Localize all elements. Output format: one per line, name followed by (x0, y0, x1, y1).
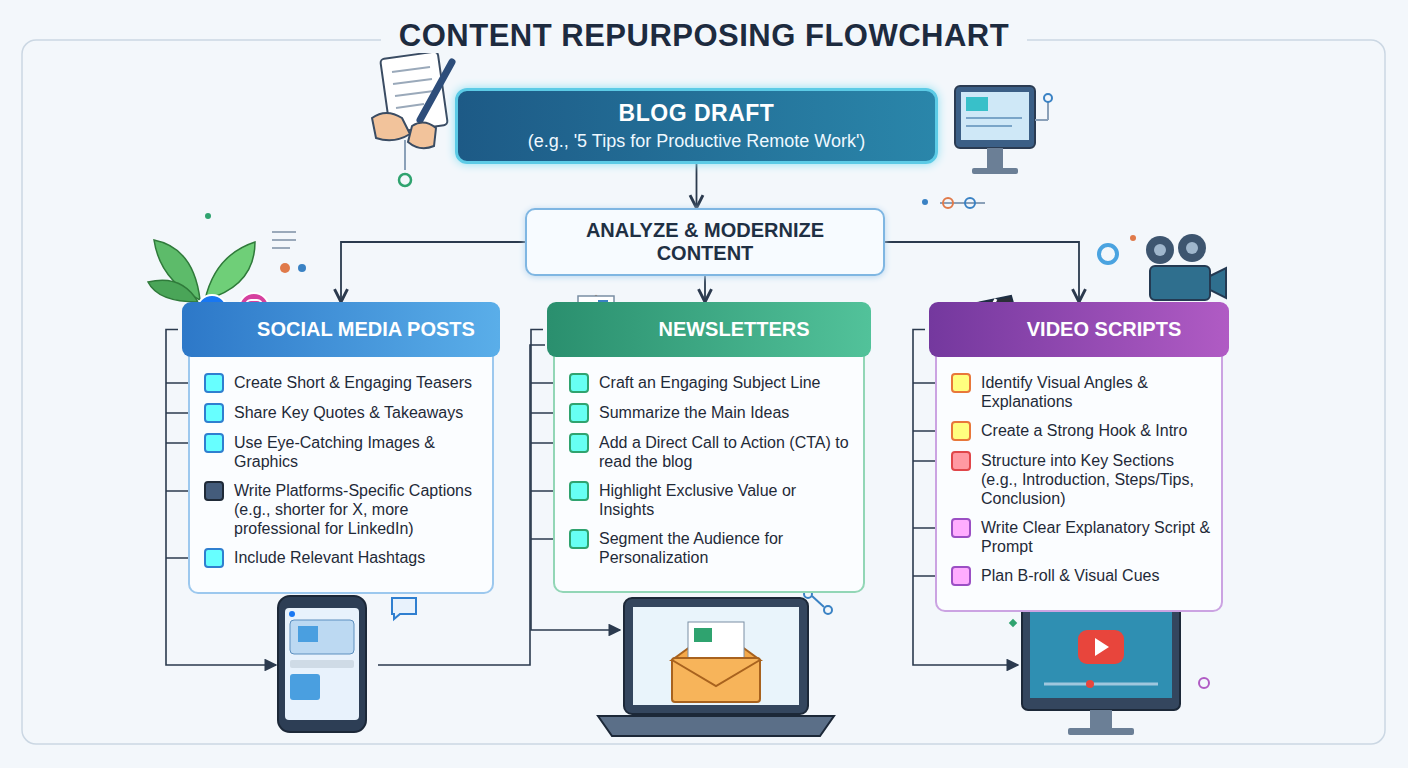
monitor-device (1009, 598, 1209, 735)
item-text: Summarize the Main Ideas (599, 403, 789, 422)
list-item: Write Platforms-Specific Captions (e.g.,… (204, 481, 482, 538)
item-text: Create a Strong Hook & Intro (981, 421, 1187, 440)
panel-heading: VIDEO SCRIPTS (929, 302, 1229, 357)
flow-arrow (885, 242, 1079, 302)
list-item: Plan B-roll & Visual Cues (951, 566, 1211, 586)
title: CONTENT REPURPOSING FLOWCHART (381, 18, 1027, 53)
item-icon (204, 373, 224, 393)
paper-pen-icon (372, 51, 452, 186)
item-text: Create Short & Engaging Teasers (234, 373, 472, 392)
item-icon (204, 481, 224, 501)
flow-arrow (341, 242, 525, 302)
item-text: Plan B-roll & Visual Cues (981, 566, 1159, 585)
item-text: Write Platforms-Specific Captions (e.g.,… (234, 481, 482, 538)
item-icon (204, 548, 224, 568)
camera-icon (1099, 234, 1226, 300)
list-item: Include Relevant Hashtags (204, 548, 482, 568)
list-item: Craft an Engaging Subject Line (569, 373, 853, 393)
phone-device (278, 596, 416, 732)
item-icon (569, 373, 589, 393)
item-text: Identify Visual Angles & Explanations (981, 373, 1211, 411)
item-icon (569, 481, 589, 501)
flow-arrow (704, 276, 706, 302)
flow-arrow (696, 164, 698, 208)
list-item: Identify Visual Angles & Explanations (951, 373, 1211, 411)
node-label: ANALYZE & MODERNIZE CONTENT (539, 219, 871, 265)
item-text: Include Relevant Hashtags (234, 548, 425, 567)
item-text: Structure into Key Sections (e.g., Intro… (981, 451, 1211, 508)
item-icon (951, 518, 971, 538)
social-panel: SOCIAL MEDIA POSTSCreate Short & Engagin… (188, 302, 494, 594)
panel-heading: NEWSLETTERS (547, 302, 871, 357)
item-icon (951, 373, 971, 393)
item-icon (204, 403, 224, 423)
list-item: Summarize the Main Ideas (569, 403, 853, 423)
item-icon (951, 451, 971, 471)
node-heading: BLOG DRAFT (474, 100, 919, 127)
list-item: Structure into Key Sections (e.g., Intro… (951, 451, 1211, 508)
list-item: Write Clear Explanatory Script & Prompt (951, 518, 1211, 556)
item-icon (569, 529, 589, 549)
item-text: Share Key Quotes & Takeaways (234, 403, 463, 422)
laptop-device (598, 574, 834, 736)
item-text: Craft an Engaging Subject Line (599, 373, 820, 392)
item-text: Segment the Audience for Personalization (599, 529, 853, 567)
item-icon (951, 421, 971, 441)
item-text: Add a Direct Call to Action (CTA) to rea… (599, 433, 853, 471)
item-text: Use Eye-Catching Images & Graphics (234, 433, 482, 471)
node-subtitle: (e.g., '5 Tips for Productive Remote Wor… (474, 131, 919, 152)
panel-heading: SOCIAL MEDIA POSTS (182, 302, 500, 357)
list-item: Highlight Exclusive Value or Insights (569, 481, 853, 519)
list-item: Add a Direct Call to Action (CTA) to rea… (569, 433, 853, 471)
title-bar: CONTENT REPURPOSING FLOWCHART (0, 18, 1408, 54)
item-icon (204, 433, 224, 453)
blog-draft-box: BLOG DRAFT (e.g., '5 Tips for Productive … (455, 88, 938, 164)
newsletter-panel: NEWSLETTERSCraft an Engaging Subject Lin… (553, 302, 865, 593)
monitor-icon (922, 86, 1052, 208)
list-item: Create a Strong Hook & Intro (951, 421, 1211, 441)
list-item: Segment the Audience for Personalization (569, 529, 853, 567)
video-panel: VIDEO SCRIPTSIdentify Visual Angles & Ex… (935, 302, 1223, 612)
frame (22, 40, 1385, 744)
item-text: Highlight Exclusive Value or Insights (599, 481, 853, 519)
list-item: Use Eye-Catching Images & Graphics (204, 433, 482, 471)
list-item: Create Short & Engaging Teasers (204, 373, 482, 393)
analyze-box: ANALYZE & MODERNIZE CONTENT (525, 208, 885, 276)
item-text: Write Clear Explanatory Script & Prompt (981, 518, 1211, 556)
item-icon (569, 403, 589, 423)
list-item: Share Key Quotes & Takeaways (204, 403, 482, 423)
leaf-decoration (148, 213, 306, 302)
item-icon (951, 566, 971, 586)
item-icon (569, 433, 589, 453)
